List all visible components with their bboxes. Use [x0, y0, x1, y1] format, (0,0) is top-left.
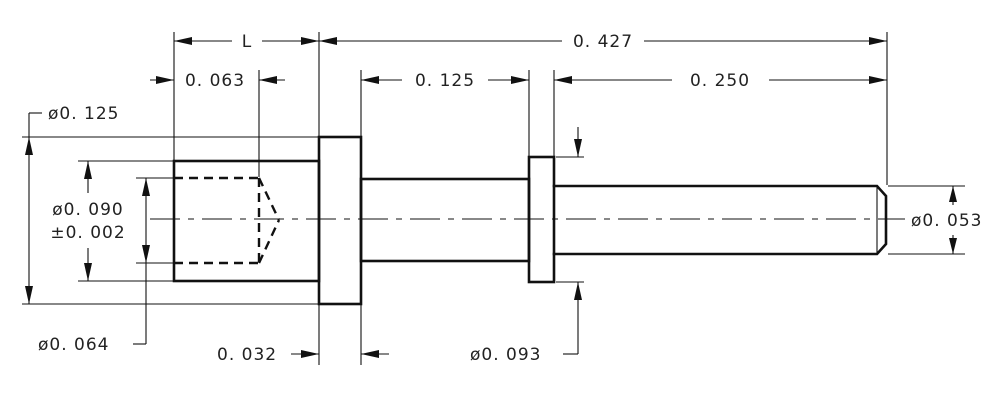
dimension-flange-thickness: 0. 032 — [217, 345, 389, 365]
collar — [527, 155, 556, 284]
flange — [317, 135, 363, 306]
dimension-pin-length: 0. 250 — [554, 71, 887, 91]
label-outer-diameter: ø0. 064 — [38, 335, 109, 355]
shank — [359, 177, 531, 263]
label-flange-thickness: 0. 032 — [217, 345, 277, 365]
extension-lines — [22, 32, 965, 365]
dimension-tip-diameter: ø0. 053 — [908, 186, 996, 254]
dimension-bore-diameter: ø0. 090 ±0. 002 — [50, 161, 125, 281]
hidden-bore — [174, 176, 281, 265]
dimension-length-l: L — [174, 32, 319, 52]
label-bore-diameter: ø0. 090 — [52, 200, 123, 220]
label-bore-tolerance: ±0. 002 — [50, 223, 125, 243]
label-collar-diameter: ø0. 093 — [470, 345, 541, 365]
label-tip-diameter: ø0. 053 — [911, 211, 982, 231]
label-overall-length: 0. 427 — [573, 32, 633, 52]
dimension-shank-length: 0. 125 — [361, 71, 529, 91]
dimension-flange-diameter: ø0. 125 — [25, 104, 119, 304]
label-pin-length: 0. 250 — [690, 71, 750, 91]
label-flange-diameter: ø0. 125 — [48, 104, 119, 124]
part-geometry — [172, 135, 888, 306]
label-length-l: L — [242, 32, 252, 52]
label-shank-length: 0. 125 — [415, 71, 475, 91]
pin — [552, 184, 888, 256]
dimension-outer-diameter: ø0. 064 — [38, 178, 150, 355]
label-bore-depth: 0. 063 — [185, 71, 245, 91]
dimension-bore-depth: 0. 063 — [150, 71, 285, 91]
dimension-collar-diameter: ø0. 093 — [470, 127, 582, 365]
dimension-overall-length: 0. 427 — [319, 32, 887, 52]
